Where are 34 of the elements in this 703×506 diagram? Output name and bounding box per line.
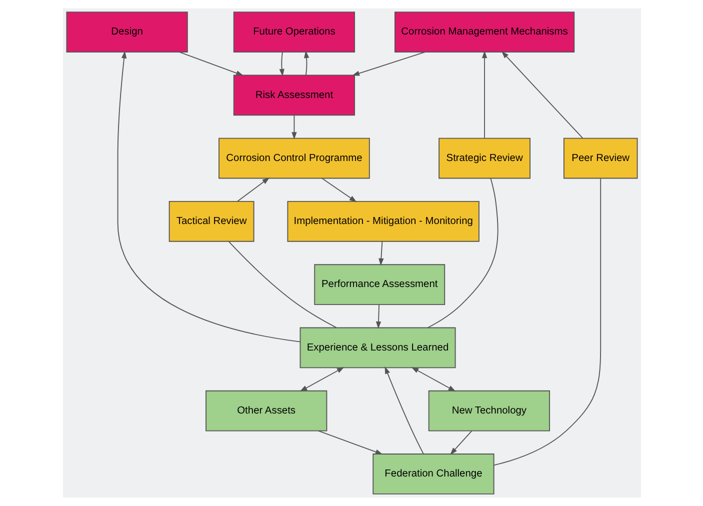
node-box: Design xyxy=(66,12,188,52)
arrow xyxy=(236,177,270,202)
node-box: Implementation - Mitigation - Monitoring xyxy=(286,201,479,242)
node-box: Federation Challenge xyxy=(372,454,494,494)
arrow xyxy=(500,51,582,138)
node-box: Risk Assessment xyxy=(232,74,355,116)
arrow xyxy=(378,240,384,266)
arrow xyxy=(317,430,382,454)
connector xyxy=(228,241,336,328)
arrow xyxy=(375,304,381,329)
arrow xyxy=(291,114,296,140)
arrow xyxy=(481,50,487,138)
node-box: Strategic Review xyxy=(438,138,530,179)
connector xyxy=(426,178,498,328)
arrow xyxy=(116,50,300,342)
arrow xyxy=(384,366,424,454)
node-box: Corrosion Control Programme xyxy=(218,138,370,179)
arrow xyxy=(278,52,284,76)
connector xyxy=(492,178,601,466)
node-box: New Technology xyxy=(428,390,550,432)
arrow xyxy=(178,52,244,76)
arrow xyxy=(299,367,344,392)
node-box: Performance Assessment xyxy=(314,264,445,305)
node-box: Experience & Lessons Learned xyxy=(299,327,456,368)
node-box: Corrosion Management Mechanisms xyxy=(394,12,574,52)
node-box: Tactical Review xyxy=(168,201,254,242)
arrow xyxy=(450,430,472,455)
arrow xyxy=(320,178,356,202)
node-box: Other Assets xyxy=(205,390,327,432)
arrow xyxy=(352,52,426,76)
arrow xyxy=(303,50,309,76)
arrow xyxy=(410,367,456,392)
node-box: Future Operations xyxy=(232,12,355,52)
node-box: Peer Review xyxy=(562,138,638,179)
